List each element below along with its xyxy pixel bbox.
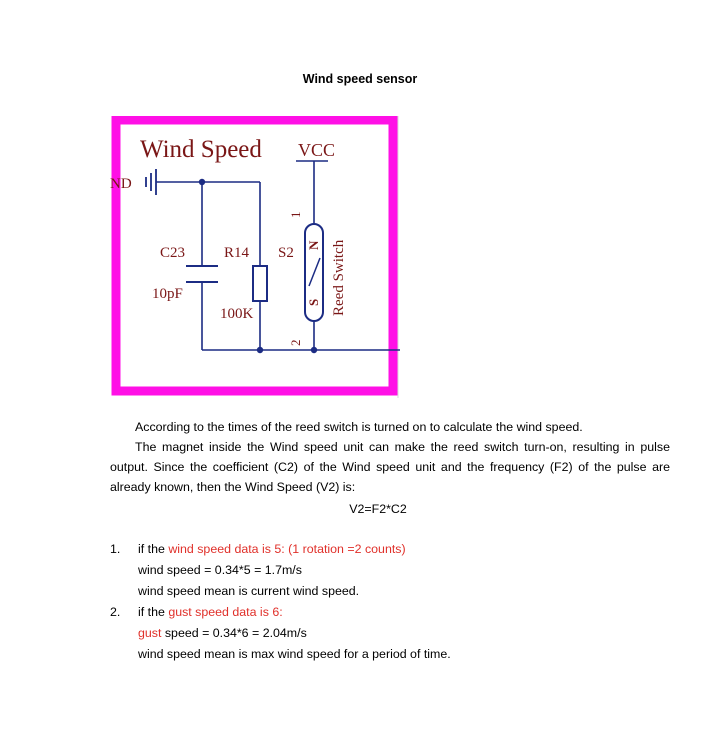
list-item-2-calc: gust speed = 0.34*6 = 2.04m/s bbox=[138, 623, 307, 644]
list-item-2: 2. if the gust speed data is 6: bbox=[110, 602, 283, 623]
list-highlight: gust speed data is 6: bbox=[168, 605, 283, 619]
paragraph-1: According to the times of the reed switc… bbox=[135, 420, 583, 434]
resistor-value: 100K bbox=[220, 306, 254, 322]
circuit-wires bbox=[156, 161, 400, 351]
pin2-label: 2 bbox=[288, 340, 303, 347]
resistor-ref: R14 bbox=[224, 245, 250, 261]
gust-calc: speed = 0.34*6 = 2.04m/s bbox=[161, 626, 307, 640]
gust-word: gust bbox=[138, 626, 162, 640]
list-item-1-calc: wind speed = 0.34*5 = 1.7m/s bbox=[138, 563, 302, 577]
vcc-label: VCC bbox=[298, 140, 335, 160]
south-pole-label: S bbox=[306, 299, 321, 306]
capacitor-value: 10pF bbox=[152, 286, 183, 302]
paragraph-2: The magnet inside the Wind speed unit ca… bbox=[110, 440, 670, 494]
capacitor-ref: C23 bbox=[160, 245, 185, 261]
list-lead: if the bbox=[138, 542, 169, 556]
resistor-symbol bbox=[252, 265, 268, 302]
list-item-1: 1. if the wind speed data is 5: (1 rotati… bbox=[110, 539, 406, 560]
pin1-label: 1 bbox=[288, 212, 303, 219]
list-item-1-note: wind speed mean is current wind speed. bbox=[138, 584, 360, 598]
magenta-frame bbox=[111, 116, 398, 396]
list-number: 1. bbox=[110, 542, 121, 556]
formula: V2=F2*C2 bbox=[349, 502, 407, 516]
list-item-2-note: wind speed mean is max wind speed for a … bbox=[138, 647, 451, 661]
page-title: Wind speed sensor bbox=[302, 72, 418, 86]
wind-speed-circuit-figure: Wind Speed VCC ND C23 10p bbox=[110, 116, 410, 398]
switch-ref: S2 bbox=[278, 245, 294, 261]
list-highlight: wind speed data is 5: (1 rotation =2 cou… bbox=[168, 542, 406, 556]
gnd-label: ND bbox=[110, 176, 132, 192]
figure-heading: Wind Speed bbox=[140, 136, 262, 163]
list-lead: if the bbox=[138, 605, 169, 619]
north-pole-label: N bbox=[306, 240, 321, 250]
capacitor-symbol bbox=[186, 265, 218, 283]
reed-switch-label: Reed Switch bbox=[331, 239, 347, 316]
list-number: 2. bbox=[110, 605, 121, 619]
circuit-diagram: Wind Speed VCC ND C23 10p bbox=[110, 116, 410, 398]
